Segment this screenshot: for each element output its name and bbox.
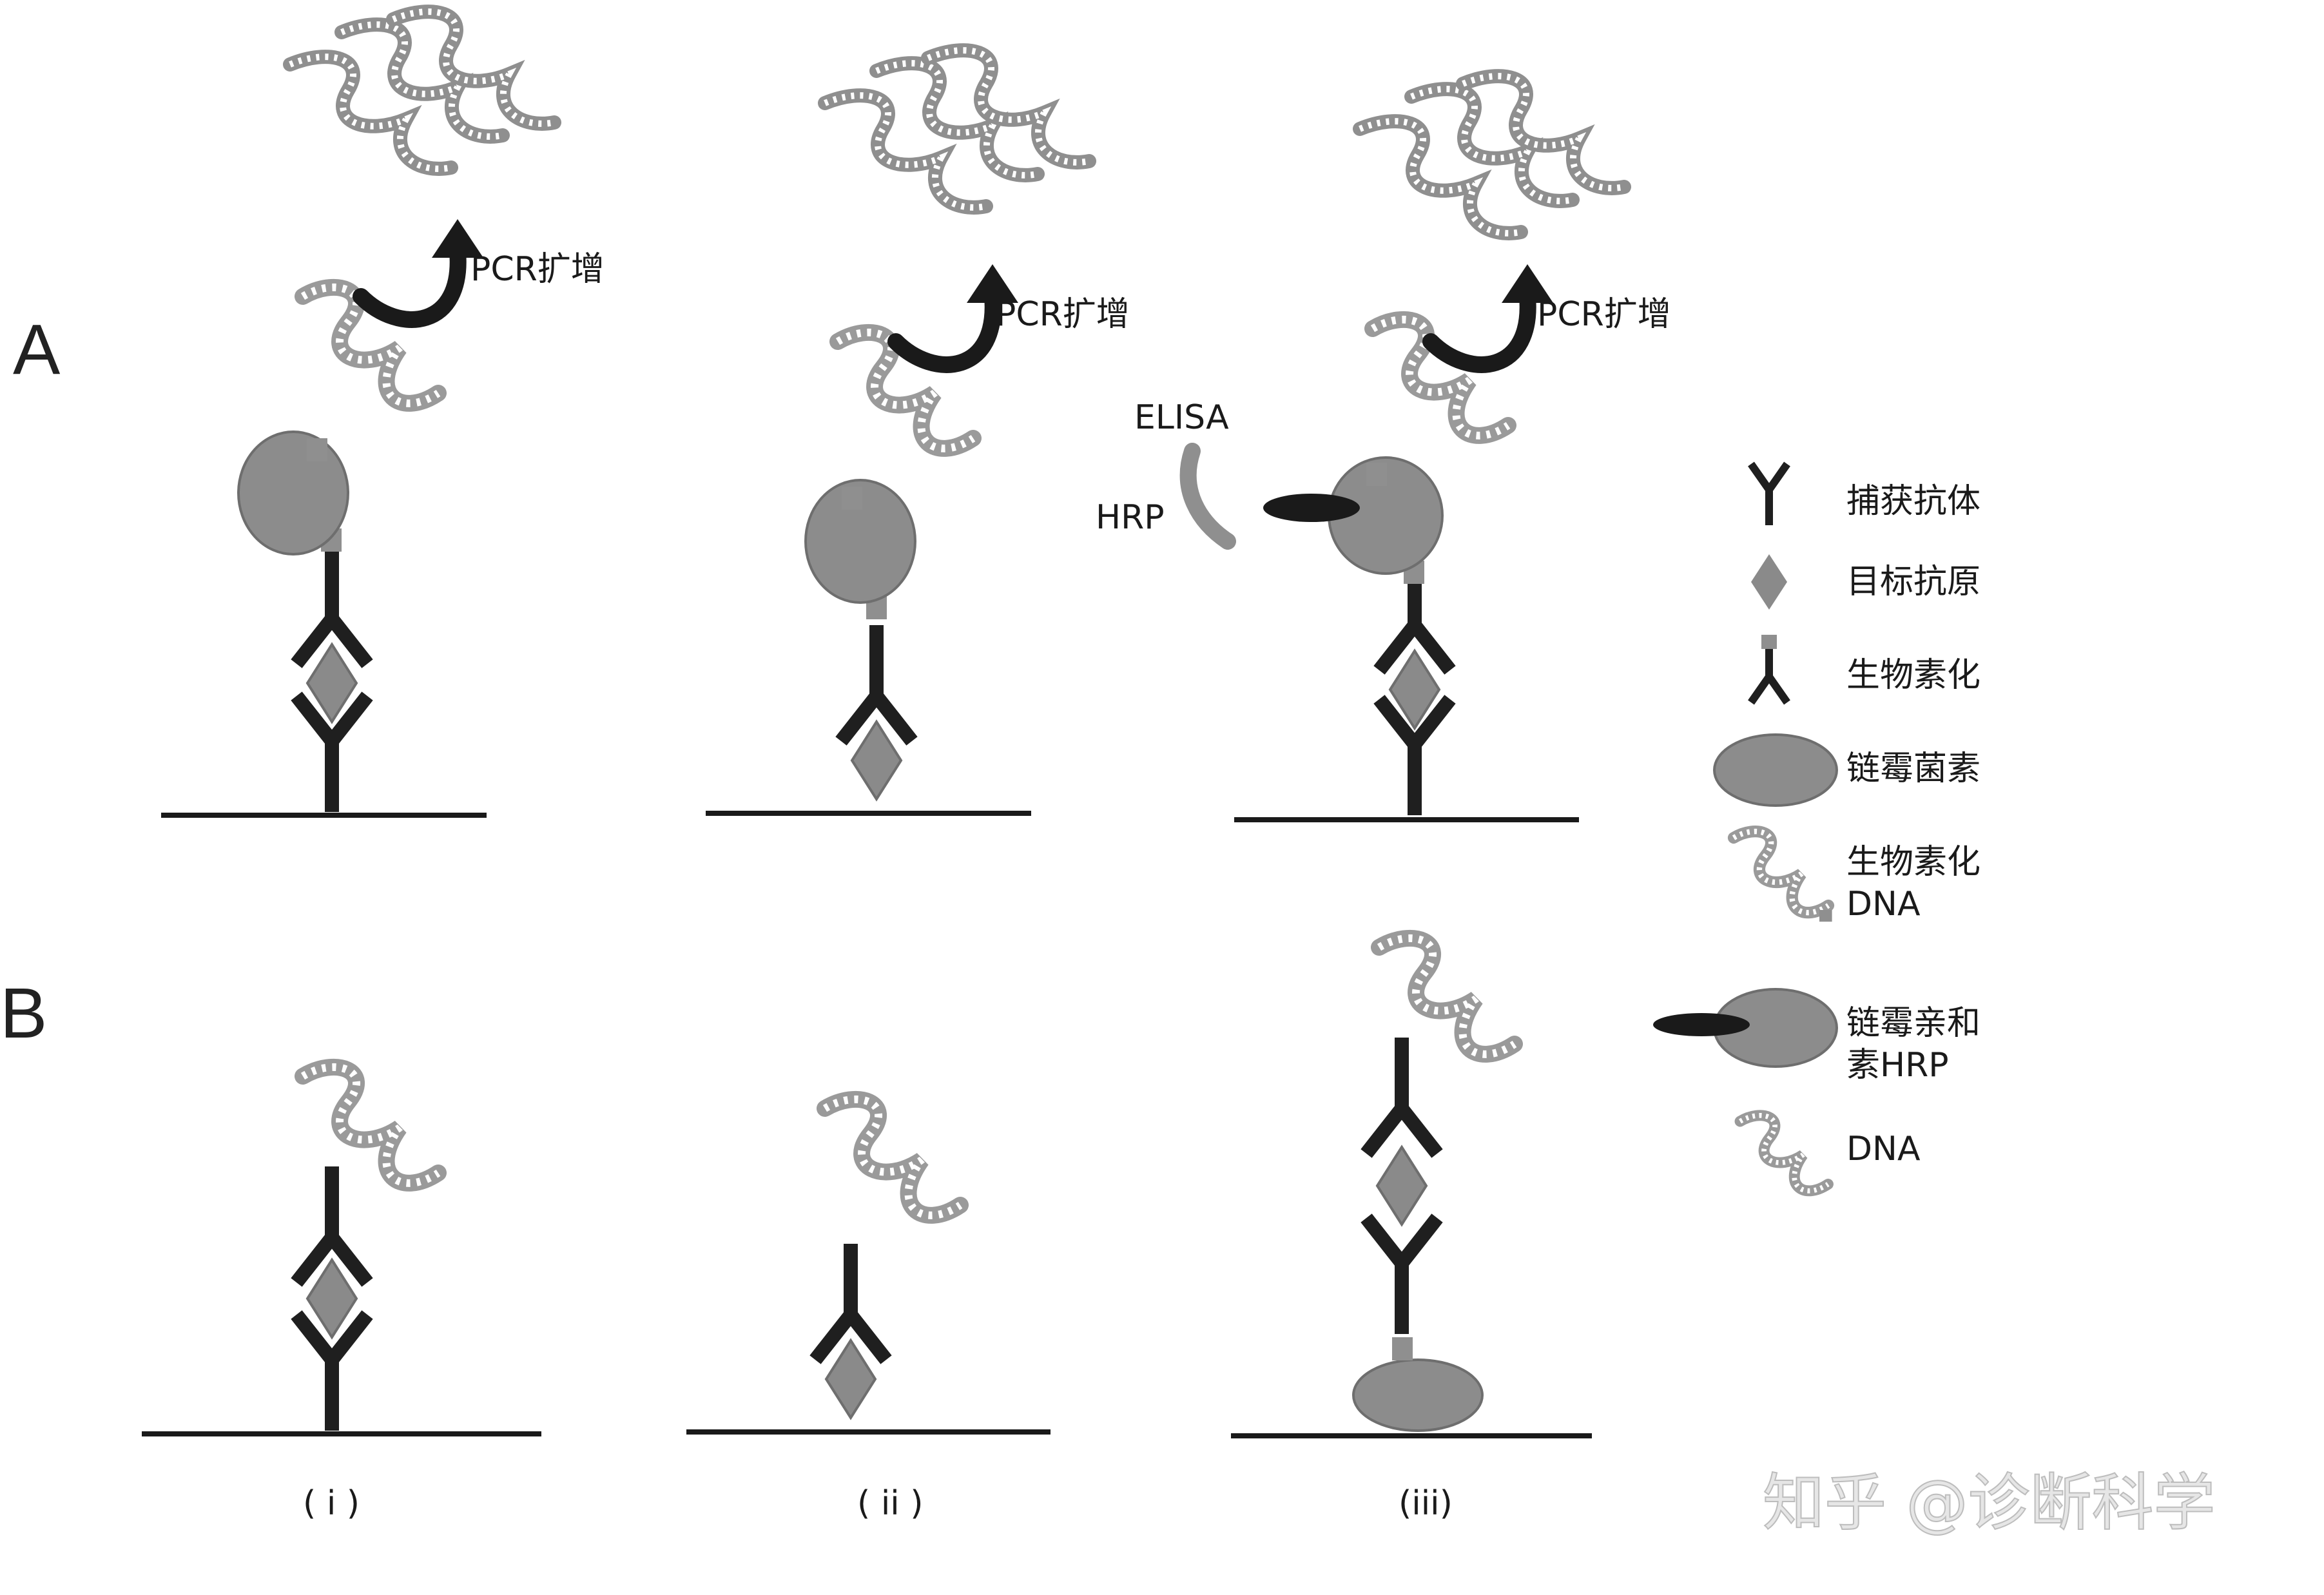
detection-antibody-icon (1366, 1038, 1437, 1154)
watermark: 知乎 @诊断科学 (1763, 1467, 2216, 1539)
hrp-enzyme-icon (1263, 494, 1360, 522)
legend-label-streptavidin-hrp: 链霉亲和 (1846, 1004, 1980, 1043)
legend-label-streptavidin-hrp-2: 素HRP (1846, 1046, 1949, 1085)
capture-antibody-icon (1366, 1218, 1437, 1334)
biotin-tag (842, 487, 862, 510)
row-a-col-i: PCR扩增 (161, 12, 605, 815)
legend-dna-icon (1740, 1116, 1828, 1191)
row-a-col-ii: PCR扩增 (706, 50, 1130, 813)
pcr-arrow-icon (361, 219, 483, 320)
legend-label-capture-antibody: 捕获抗体 (1846, 482, 1980, 521)
dna-wave-icon (825, 95, 986, 208)
target-antigen-icon (826, 1340, 875, 1418)
legend-label-biotinylated-dna: 生物素化 (1846, 843, 1980, 882)
legend-streptavidin-icon (1714, 735, 1837, 806)
target-antigen-icon (852, 722, 901, 799)
pcr-label: PCR扩增 (996, 295, 1130, 334)
legend-label-biotinylated: 生物素化 (1846, 656, 1980, 695)
legend-label-biotinylated-dna-2: DNA (1846, 885, 1921, 923)
legend-target-antigen-icon (1751, 554, 1787, 610)
column-label-i: ( i ) (303, 1484, 360, 1523)
dna-wave-icon (1360, 121, 1521, 233)
target-antigen-icon (1377, 1147, 1426, 1224)
dna-icon (1379, 938, 1515, 1054)
dna-wave-icon (290, 57, 451, 169)
hrp-arc-icon (1188, 451, 1228, 541)
panel-letter-a: A (13, 310, 61, 389)
column-label-ii: ( ii ) (857, 1484, 924, 1523)
legend-biotinylated-dna-icon (1734, 831, 1832, 922)
column-label-iii: (iii) (1399, 1484, 1453, 1523)
legend-capture-antibody-icon (1751, 464, 1787, 525)
pcr-label: PCR扩增 (470, 250, 605, 289)
biotin-tag (307, 438, 327, 461)
elisa-label: ELISA (1134, 398, 1229, 437)
biotinylated-dna-icon (1373, 320, 1508, 436)
row-b-col-iii (1231, 938, 1592, 1436)
streptavidin-icon (238, 432, 348, 554)
panel-letter-b: B (0, 974, 47, 1053)
hrp-label: HRP (1096, 498, 1165, 537)
legend-label-dna: DNA (1846, 1130, 1921, 1168)
legend-streptavidin-hrp-icon (1653, 989, 1837, 1067)
row-a-col-iii: PCR扩增 (1234, 76, 1671, 820)
pcr-label: PCR扩增 (1537, 295, 1671, 334)
streptavidin-icon (1353, 1360, 1482, 1431)
row-b-col-i (142, 1067, 541, 1434)
target-antigen-icon (307, 1260, 356, 1337)
dna-icon (825, 1099, 960, 1215)
biotin-tag (1366, 463, 1387, 486)
row-b-col-ii (686, 1099, 1051, 1432)
legend: 捕获抗体 目标抗原 生物素化 链霉菌素 生物素化 DNA 链霉亲和 素HRP D… (1653, 464, 1980, 1191)
pcr-arrow-icon (1431, 264, 1553, 365)
dna-icon (303, 1067, 438, 1183)
biotin-tag (1392, 1337, 1413, 1360)
legend-biotinylated-antibody-icon (1751, 635, 1787, 702)
legend-label-streptavidin: 链霉菌素 (1846, 749, 1980, 788)
legend-label-target-antigen: 目标抗原 (1846, 563, 1980, 601)
